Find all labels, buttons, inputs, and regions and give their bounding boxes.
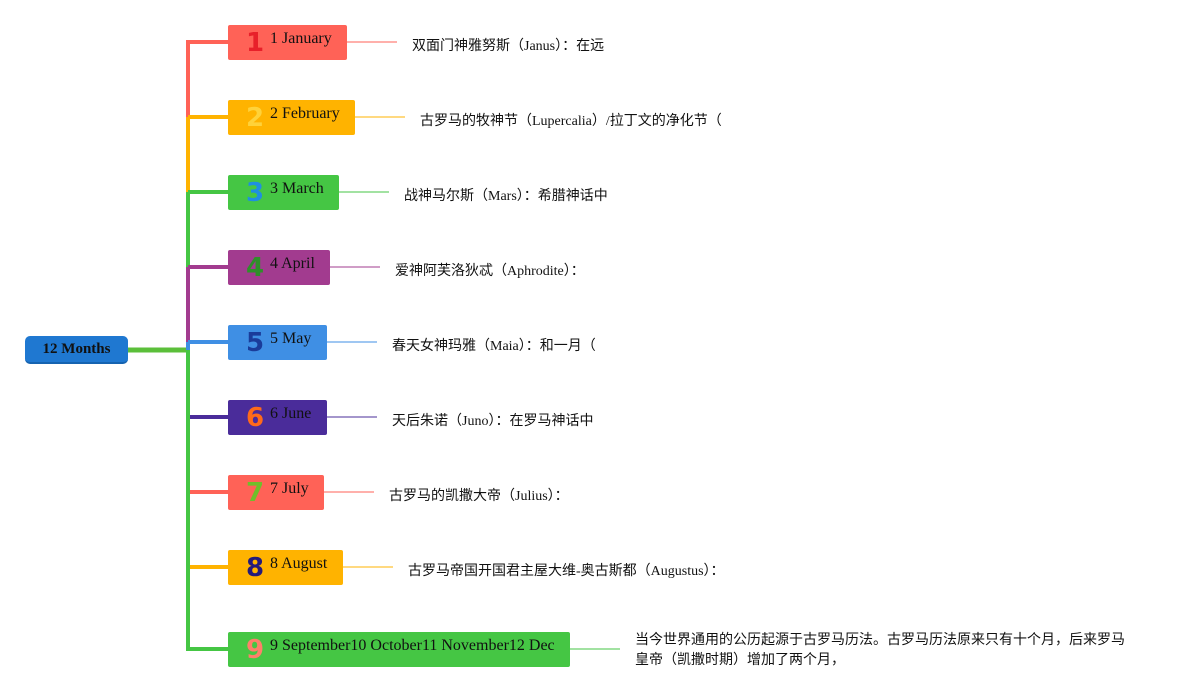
root-label: 12 Months — [42, 340, 111, 357]
month-description: 古罗马的凯撒大帝（Julius）： — [389, 489, 569, 504]
month-number-icon: 7 — [245, 477, 265, 508]
month-node[interactable]: 2 2 February — [228, 100, 355, 135]
month-label: 6 June — [270, 405, 312, 422]
month-node[interactable]: 3 3 March — [228, 175, 339, 210]
month-description: 天后朱诺（Juno）：在罗马神话中 — [392, 414, 594, 429]
month-description: 双面门神雅努斯（Janus）：在远 — [412, 39, 605, 54]
month-description: 爱神阿芙洛狄忒（Aphrodite）： — [395, 264, 585, 279]
root-node[interactable]: 12 Months — [25, 336, 128, 364]
month-label: 5 May — [270, 330, 312, 347]
month-label: 2 February — [270, 105, 340, 122]
month-label: 3 March — [270, 180, 324, 197]
month-number-icon: 5 — [245, 327, 265, 358]
month-number-icon: 8 — [245, 552, 265, 583]
month-number-icon: 4 — [245, 252, 265, 283]
month-number-icon: 9 — [245, 634, 265, 665]
month-description: 战神马尔斯（Mars）：希腊神话中 — [404, 189, 608, 204]
month-label: 4 April — [270, 255, 315, 272]
month-label: 1 January — [270, 30, 332, 47]
month-description: 古罗马的牧神节（Lupercalia）/拉丁文的净化节（ — [420, 114, 722, 129]
month-description: 古罗马帝国开国君主屋大维-奥古斯都（Augustus）： — [408, 564, 725, 579]
month-node[interactable]: 1 1 January — [228, 25, 347, 60]
month-node[interactable]: 5 5 May — [228, 325, 327, 360]
month-number-icon: 2 — [245, 102, 265, 133]
month-number-icon: 1 — [245, 27, 265, 58]
month-label: 8 August — [270, 555, 328, 572]
month-node[interactable]: 6 6 June — [228, 400, 327, 435]
month-number-icon: 3 — [245, 177, 265, 208]
month-node[interactable]: 8 8 August — [228, 550, 343, 585]
month-number-icon: 6 — [245, 402, 265, 433]
month-label: 7 July — [270, 480, 309, 497]
month-description: 春天女神玛雅（Maia）：和一月（ — [392, 339, 596, 354]
month-node[interactable]: 9 9 September10 October11 November12 Dec — [228, 632, 570, 667]
month-node[interactable]: 4 4 April — [228, 250, 330, 285]
month-label: 9 September10 October11 November12 Dec — [270, 637, 555, 654]
month-node[interactable]: 7 7 July — [228, 475, 324, 510]
month-description: 当今世界通用的公历起源于古罗马历法。古罗马历法原来只有十个月，后来罗马皇帝（凯撒… — [635, 633, 1125, 668]
